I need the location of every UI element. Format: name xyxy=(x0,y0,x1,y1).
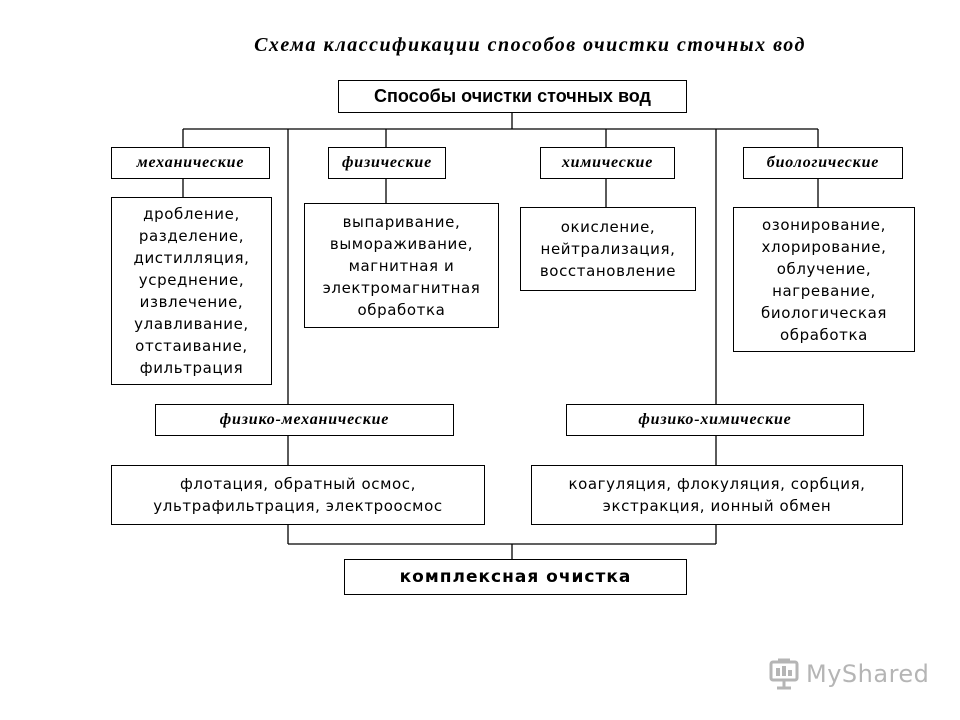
final-box: комплексная очистка xyxy=(344,559,687,595)
methods-biological: озонирование, хлорирование, облучение, н… xyxy=(733,207,915,352)
category-physico-mechanical: физико-механические xyxy=(155,404,454,436)
diagram-title: Схема классификации способов очистки сто… xyxy=(254,34,806,56)
methods-physico-mechanical: флотация, обратный осмос, ультрафильтрац… xyxy=(111,465,485,525)
category-biological: биологические xyxy=(743,147,903,179)
watermark-logo: MyShared xyxy=(768,656,929,692)
presentation-board-icon xyxy=(769,658,799,690)
root-box: Способы очистки сточных вод xyxy=(338,80,687,113)
methods-chemical: окисление, нейтрализация, восстановление xyxy=(520,207,696,291)
methods-physical: выпаривание, вымораживание, магнитная и … xyxy=(304,203,499,328)
category-mechanical: механические xyxy=(111,147,270,179)
category-physico-chemical: физико-химические xyxy=(566,404,864,436)
category-chemical: химические xyxy=(540,147,675,179)
methods-mechanical: дробление, разделение, дистилляция, усре… xyxy=(111,197,272,385)
watermark-brand-text: MyShared xyxy=(806,660,930,688)
category-physical: физические xyxy=(328,147,446,179)
methods-physico-chemical: коагуляция, флокуляция, сорбция, экстрак… xyxy=(531,465,903,525)
